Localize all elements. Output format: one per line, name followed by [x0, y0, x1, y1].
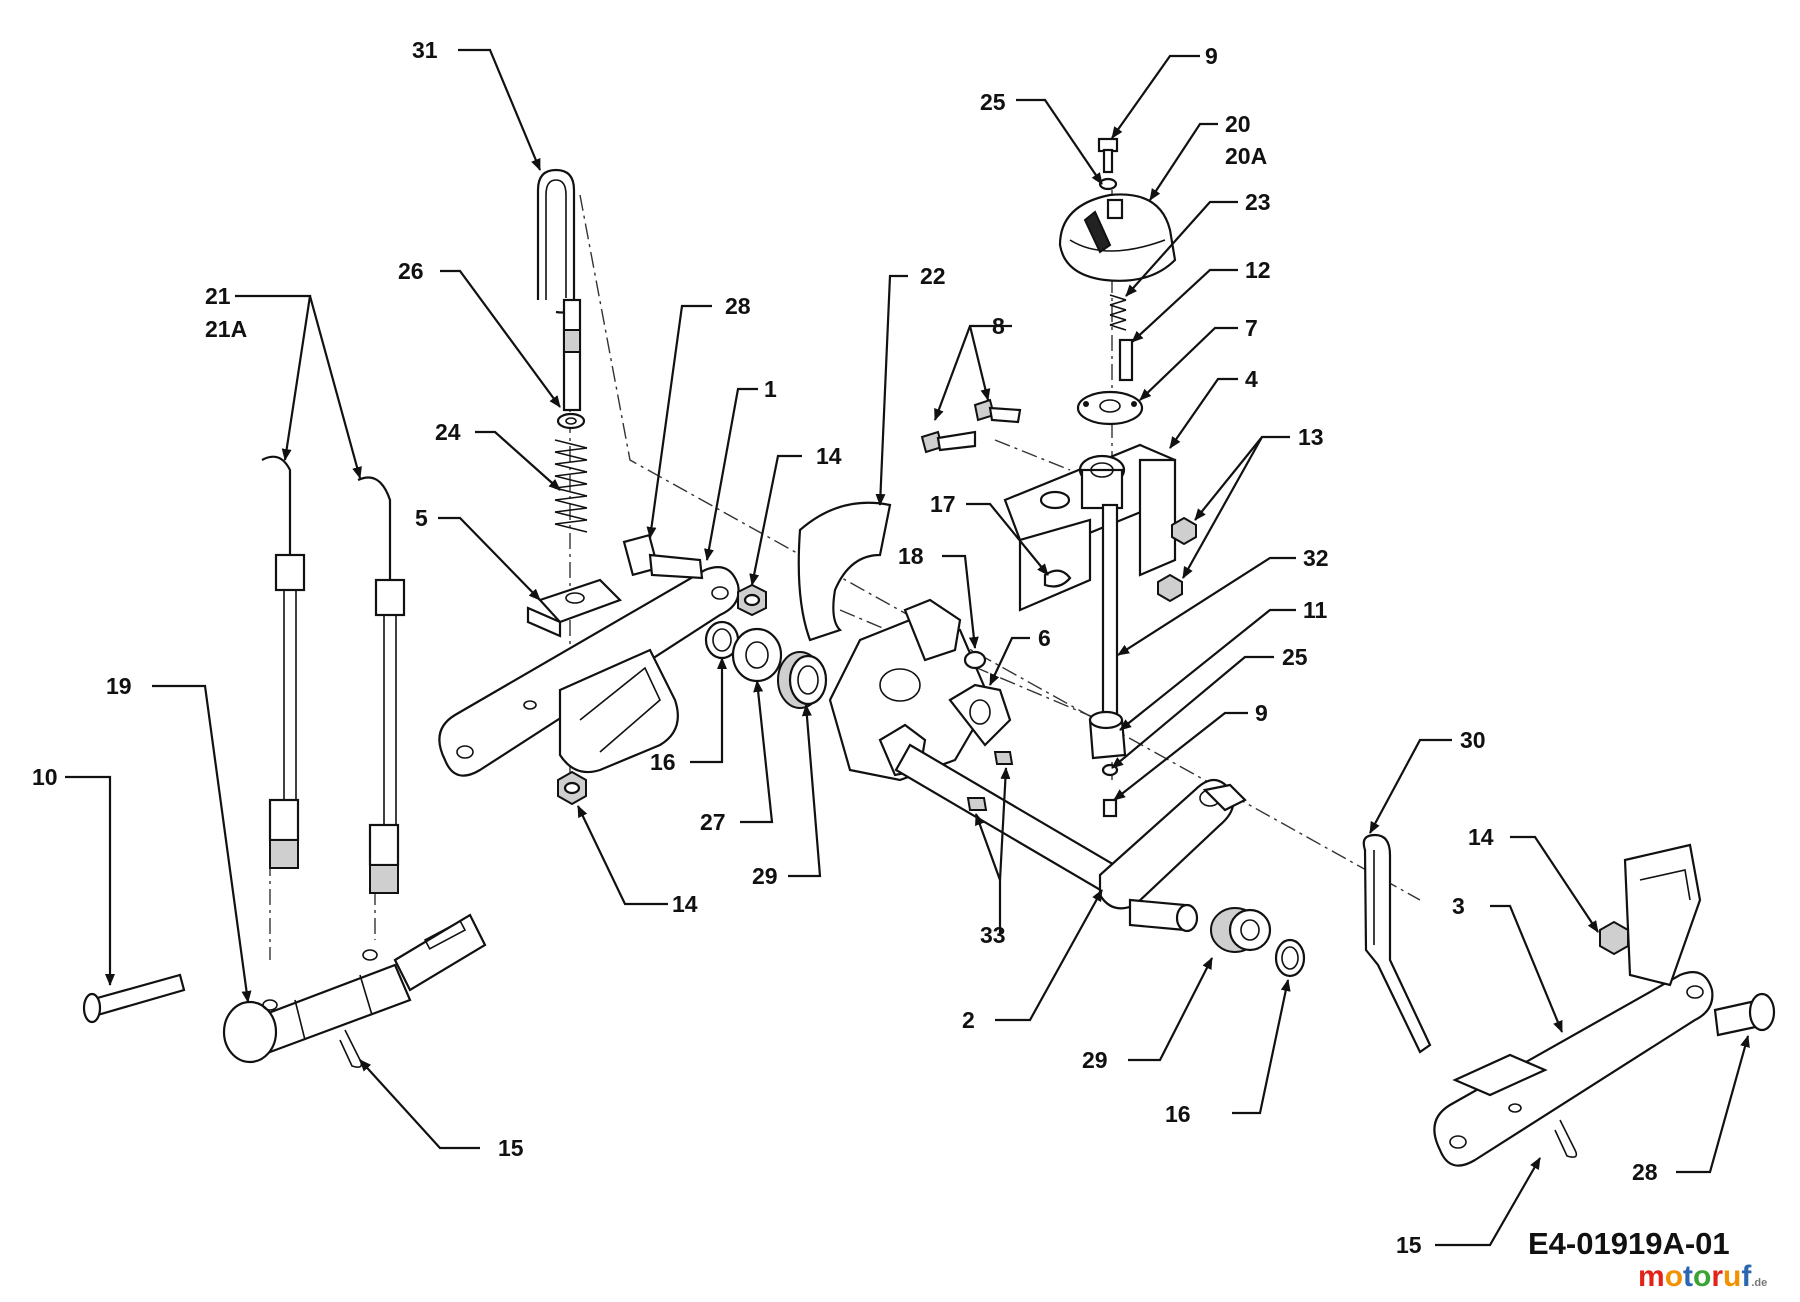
callout-label: 7 — [1245, 315, 1258, 341]
upper-bracket-part — [920, 398, 1197, 612]
callout-label: 8 — [992, 313, 1005, 339]
watermark-letter: u — [1723, 1260, 1741, 1293]
callout-label: 11 — [1303, 597, 1328, 623]
callout-label: 16 — [1165, 1101, 1191, 1127]
callout-label: 28 — [725, 293, 751, 319]
callout-label: 4 — [1245, 366, 1258, 392]
watermark-suffix: .de — [1751, 1277, 1767, 1289]
callout-label: 26 — [398, 258, 424, 284]
clip-part — [526, 578, 622, 638]
callout-label: 23 — [1245, 189, 1271, 215]
callout-label: 15 — [498, 1135, 524, 1161]
main-shaft-part — [894, 743, 1247, 933]
callout-label: 28 — [1632, 1159, 1658, 1185]
callout-label: 2 — [962, 1007, 975, 1033]
watermark-letter: m — [1638, 1260, 1665, 1293]
watermark-letter: t — [1683, 1260, 1693, 1293]
callout-label: 14 — [1468, 824, 1494, 850]
right-bracket-arm — [1433, 843, 1776, 1167]
svg-text:motoruf.de: motoruf.de — [1638, 1260, 1767, 1293]
callout-label: 22 — [920, 263, 946, 289]
callout-label: 3 — [1452, 893, 1465, 919]
lift-rod-part — [536, 168, 582, 412]
callout-label: 5 — [415, 505, 428, 531]
callout-label: 29 — [752, 863, 778, 889]
callout-label: 25 — [980, 89, 1006, 115]
callout-label: 32 — [1303, 545, 1329, 571]
callout-label: 15 — [1396, 1232, 1422, 1258]
drawing-code: E4-01919A-01 — [1528, 1226, 1730, 1261]
left-bracket-arm — [438, 566, 740, 777]
vertical-rod-part — [1088, 503, 1127, 818]
callout-label: 17 — [930, 491, 956, 517]
callout-label: 9 — [1255, 700, 1268, 726]
callout-label: 16 — [650, 749, 676, 775]
bolt-part — [622, 533, 704, 580]
callout-label: 19 — [106, 673, 132, 699]
callout-label: 18 — [898, 543, 924, 569]
callout-label: 33 — [980, 922, 1006, 948]
callout-label: 21A — [205, 316, 247, 342]
cylinder-part — [82, 913, 487, 1068]
callout-labels: 3126242121A51910152811414162729228171863… — [32, 37, 1658, 1258]
callout-label: 20A — [1225, 143, 1267, 169]
watermark-letter: o — [1665, 1260, 1683, 1293]
callout-label: 25 — [1282, 644, 1308, 670]
callout-label: 9 — [1205, 43, 1218, 69]
center-lines — [269, 190, 1421, 960]
callout-label: 10 — [32, 764, 58, 790]
callout-label: 27 — [700, 809, 726, 835]
small-bolts — [966, 751, 1014, 811]
callout-label: 21 — [205, 283, 231, 309]
knob-assembly — [1058, 137, 1177, 426]
spring-assembly — [554, 412, 588, 533]
callout-label: 20 — [1225, 111, 1251, 137]
lower-washers — [1210, 907, 1306, 978]
callout-label: 14 — [816, 443, 842, 469]
control-cables — [261, 455, 406, 894]
watermark-logo: motoruf.de — [1638, 1260, 1767, 1293]
callout-label: 1 — [764, 376, 777, 402]
pivot-housing — [828, 598, 1012, 782]
callout-label: 29 — [1082, 1047, 1108, 1073]
watermark-letter: f — [1741, 1260, 1752, 1293]
leader-lines — [65, 48, 1750, 1247]
callout-label: 6 — [1038, 625, 1051, 651]
callout-label: 24 — [435, 419, 461, 445]
callout-label: 13 — [1298, 424, 1324, 450]
right-lift-rod — [1362, 833, 1432, 1054]
nut-parts — [557, 583, 767, 806]
callout-label: 14 — [672, 891, 698, 917]
callout-label: 12 — [1245, 257, 1271, 283]
curved-plate-part — [797, 501, 892, 642]
callout-label: 30 — [1460, 727, 1486, 753]
callout-label: 31 — [412, 37, 438, 63]
watermark-letter: r — [1711, 1260, 1723, 1293]
watermark-letter: o — [1693, 1260, 1711, 1293]
